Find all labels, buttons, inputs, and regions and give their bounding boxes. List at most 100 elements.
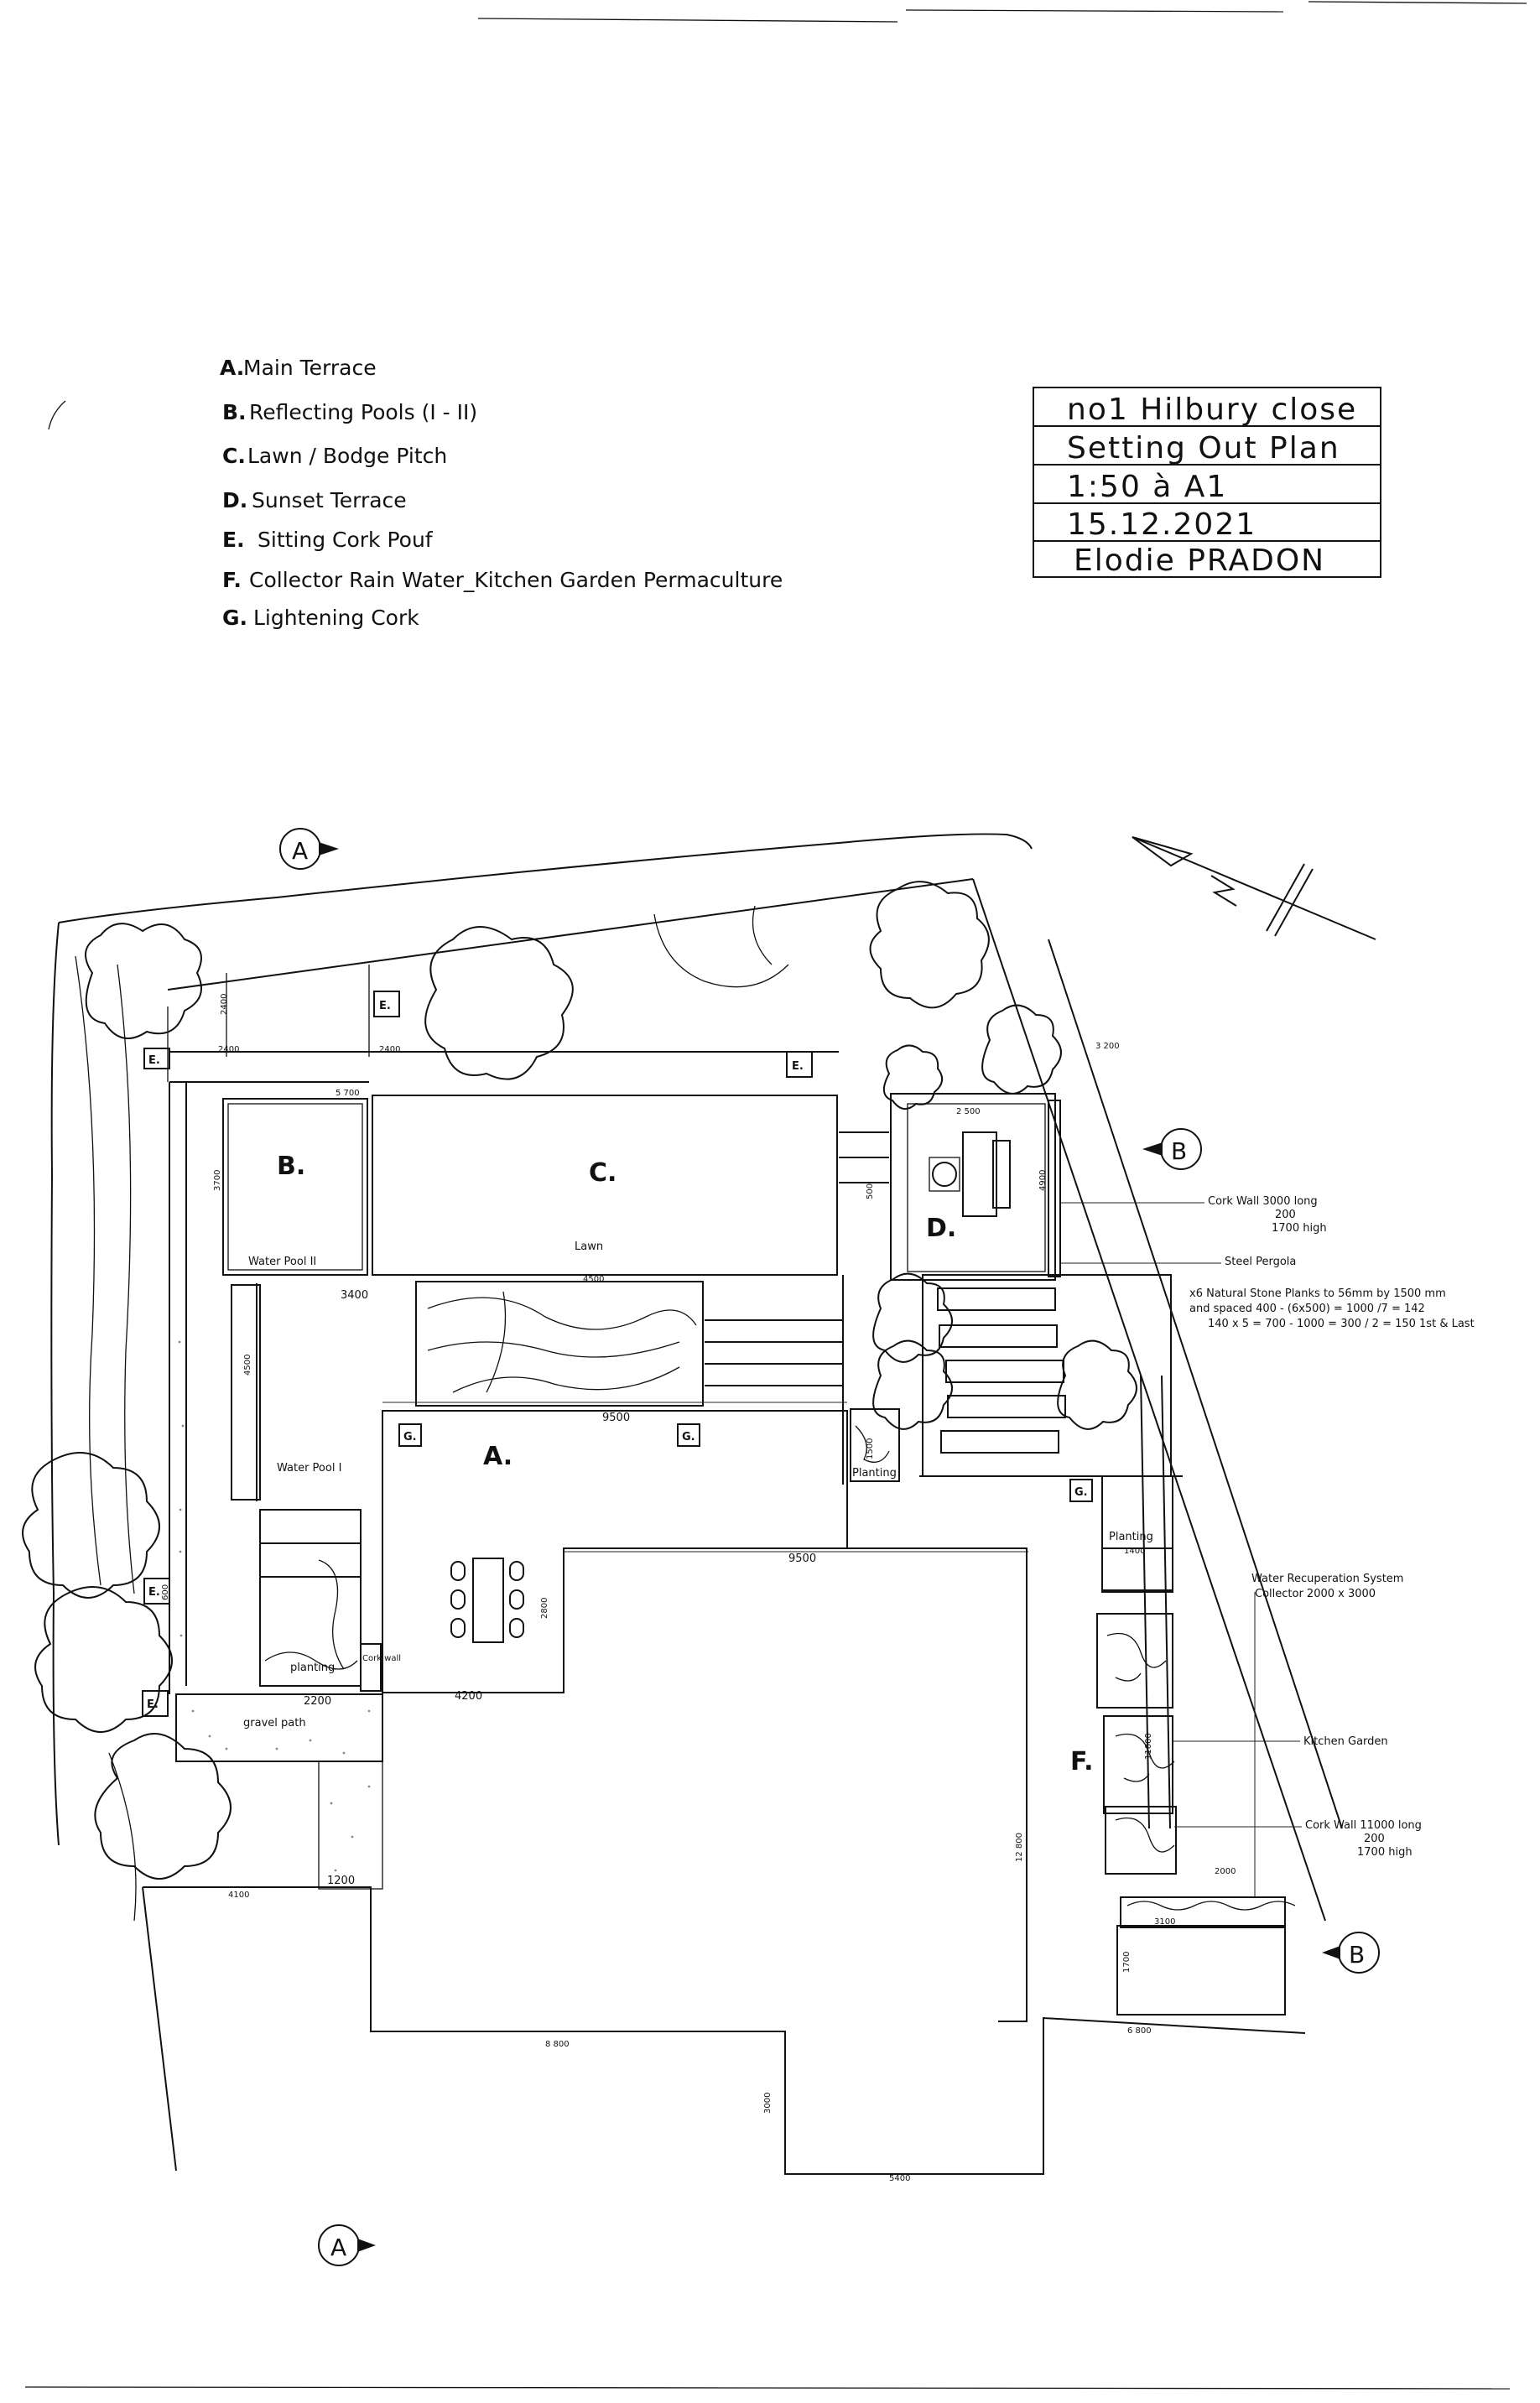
svg-text:Sunset Terrace: Sunset Terrace [252, 488, 407, 512]
svg-text:500: 500 [866, 1183, 875, 1199]
area-f-kitchen-garden: Planting F. [847, 1475, 1296, 2022]
water-pool-1: Water Pool I [231, 1283, 341, 1501]
svg-text:1700: 1700 [1122, 1952, 1132, 1973]
svg-text:B: B [1349, 1941, 1365, 1969]
svg-text:4500: 4500 [243, 1355, 252, 1376]
svg-text:1700 high: 1700 high [1272, 1222, 1327, 1235]
svg-text:Water Recuperation System: Water Recuperation System [1251, 1573, 1403, 1585]
dining-table-icon [450, 1558, 524, 1643]
svg-text:Collector Rain Water_Kitchen G: Collector Rain Water_Kitchen Garden Perm… [249, 568, 783, 592]
svg-text:E.: E. [148, 1586, 160, 1599]
svg-text:Lightening Cork: Lightening Cork [253, 606, 419, 630]
svg-text:2000: 2000 [1215, 1867, 1236, 1876]
dimensions: 9500 9500 3400 4200 2200 1200 4500 2800 … [161, 994, 1236, 2183]
svg-text:3400: 3400 [341, 1289, 368, 1302]
svg-text:B.: B. [277, 1152, 305, 1181]
svg-text:Lawn / Bodge Pitch: Lawn / Bodge Pitch [247, 444, 447, 468]
svg-text:G.: G. [403, 1431, 417, 1443]
steps [705, 1131, 889, 1485]
svg-text:140 x 5 = 700 - 1000 = 300 / 2: 140 x 5 = 700 - 1000 = 300 / 2 = 150 1st… [1208, 1318, 1475, 1330]
svg-text:5 700: 5 700 [336, 1089, 360, 1098]
svg-text:A.: A. [483, 1442, 512, 1471]
planting-bed-d: Planting [850, 1408, 900, 1482]
gravel-path: gravel path [175, 1340, 383, 1890]
border-planting [75, 905, 789, 1922]
svg-text:E.: E. [148, 1054, 160, 1067]
svg-text:G.: G. [1074, 1486, 1088, 1499]
svg-text:12 800: 12 800 [1015, 1833, 1024, 1862]
svg-text:200: 200 [1364, 1833, 1385, 1845]
svg-text:F.: F. [1070, 1747, 1093, 1776]
north-arrow-icon [1132, 836, 1376, 940]
svg-text:6 800: 6 800 [1127, 2026, 1152, 2036]
svg-text:Steel Pergola: Steel Pergola [1225, 1256, 1296, 1268]
svg-text:Collector 2000 x 3000: Collector 2000 x 3000 [1255, 1588, 1376, 1600]
svg-text:and spaced 400 - (6x500) = 100: and spaced 400 - (6x500) = 1000 /7 = 142 [1189, 1303, 1425, 1315]
svg-text:2400: 2400 [218, 1045, 239, 1054]
svg-text:gravel path: gravel path [243, 1717, 306, 1729]
svg-text:Reflecting Pools (I - II): Reflecting Pools (I - II) [249, 400, 477, 424]
title-block: no1 Hilbury close Setting Out Plan 1:50 … [1033, 387, 1381, 578]
section-marker-a-top: A [279, 828, 339, 870]
svg-text:2400: 2400 [379, 1045, 400, 1054]
svg-text:2200: 2200 [304, 1695, 331, 1708]
svg-text:G.: G. [682, 1431, 695, 1443]
area-d-sunset-terrace: D. [890, 1093, 1061, 1281]
svg-text:200: 200 [1275, 1209, 1296, 1221]
svg-text:2 500: 2 500 [956, 1107, 981, 1116]
legend-item-a: A. Main Terrace [220, 356, 377, 380]
svg-text:9500: 9500 [602, 1412, 630, 1424]
svg-text:4200: 4200 [455, 1690, 482, 1703]
section-marker-b-bottom: B [1322, 1932, 1380, 1974]
svg-text:3 200: 3 200 [1095, 1042, 1120, 1051]
west-path [169, 1051, 839, 1694]
section-marker-b-right: B [1142, 1128, 1202, 1170]
legend-item-f: F. Collector Rain Water_Kitchen Garden P… [222, 568, 783, 592]
note-steel-pergola: Steel Pergola [1060, 1256, 1296, 1268]
lawn-front-planting [415, 1281, 704, 1407]
cork-pouf-marker: E. [373, 991, 400, 1017]
svg-text:D.: D. [222, 488, 247, 512]
svg-text:A.: A. [220, 356, 244, 380]
svg-text:Planting: Planting [1109, 1531, 1153, 1543]
svg-text:Water Pool I: Water Pool I [277, 1462, 341, 1475]
svg-text:600: 600 [161, 1584, 170, 1600]
svg-text:Sitting Cork Pouf: Sitting Cork Pouf [258, 528, 434, 552]
svg-text:3700: 3700 [213, 1170, 222, 1191]
title-block-row-4: 15.12.2021 [1067, 507, 1256, 542]
svg-text:F.: F. [222, 568, 242, 592]
title-block-row-5: Elodie PRADON [1074, 544, 1325, 578]
svg-text:B: B [1171, 1137, 1187, 1165]
svg-text:Cork Wall 3000 long: Cork Wall 3000 long [1208, 1195, 1318, 1208]
lightening-cork-marker: G. [677, 1423, 700, 1447]
area-a-main-terrace: A. [382, 1410, 848, 1693]
stone-planks [919, 1274, 1183, 1477]
note-kitchen-garden: Kitchen Garden [1173, 1735, 1388, 1748]
title-block-row-2: Setting Out Plan [1067, 431, 1340, 466]
svg-text:D.: D. [926, 1214, 956, 1243]
svg-text:3100: 3100 [1154, 1917, 1175, 1927]
svg-text:A: A [330, 2234, 346, 2261]
legend-item-c: C. Lawn / Bodge Pitch [222, 444, 447, 468]
note-stone-planks: x6 Natural Stone Planks to 56mm by 1500 … [1189, 1287, 1475, 1330]
cork-pouf-marker: E. [786, 1051, 813, 1078]
legend-item-g: G. Lightening Cork [222, 606, 419, 630]
svg-text:G.: G. [222, 606, 247, 630]
svg-text:8 800: 8 800 [545, 2040, 570, 2049]
note-cork-wall-2: Cork Wall 11000 long 200 1700 high [1174, 1819, 1422, 1859]
svg-text:x6 Natural Stone Planks to 56m: x6 Natural Stone Planks to 56mm by 1500 … [1189, 1287, 1446, 1300]
planting-bed-west: planting Cork wall [259, 1509, 401, 1692]
svg-text:4100: 4100 [228, 1891, 249, 1900]
svg-text:B.: B. [222, 400, 247, 424]
svg-text:3000: 3000 [763, 2093, 773, 2114]
svg-text:Water Pool II: Water Pool II [248, 1256, 316, 1268]
title-block-row-3: 1:50 à A1 [1067, 470, 1227, 504]
legend-item-b: B. Reflecting Pools (I - II) [222, 400, 477, 424]
cork-pouf-marker: E. [142, 1690, 169, 1717]
svg-text:2800: 2800 [540, 1598, 549, 1619]
svg-text:Cork wall: Cork wall [362, 1654, 401, 1663]
svg-text:E.: E. [379, 1000, 391, 1012]
svg-text:1700 high: 1700 high [1357, 1846, 1413, 1859]
svg-text:1500: 1500 [866, 1438, 875, 1459]
